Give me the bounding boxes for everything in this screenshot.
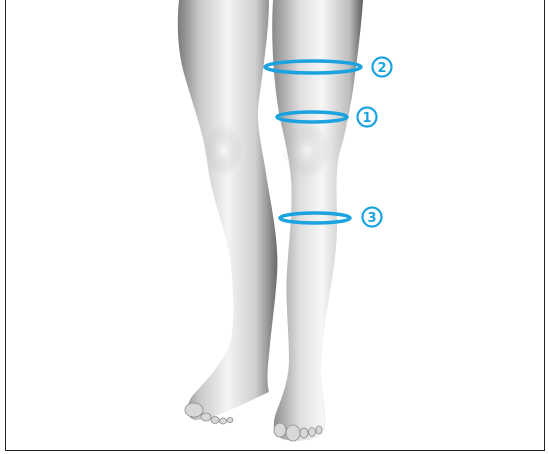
badge-calf: 3 bbox=[363, 208, 382, 227]
svg-text:2: 2 bbox=[377, 61, 386, 76]
legs-illustration: 2 1 3 bbox=[6, 0, 544, 450]
badge-knee: 1 bbox=[358, 108, 377, 127]
diagram-frame: 2 1 3 bbox=[5, 0, 545, 451]
left-leg bbox=[178, 0, 278, 420]
badge-thigh: 2 bbox=[373, 58, 392, 77]
svg-text:1: 1 bbox=[362, 111, 371, 126]
svg-text:3: 3 bbox=[367, 211, 376, 226]
